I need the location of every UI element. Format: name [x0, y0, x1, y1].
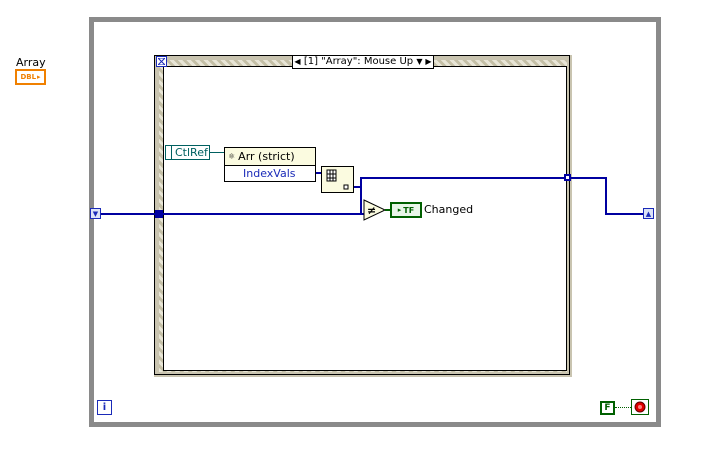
wire-shift-in — [97, 213, 365, 215]
event-tunnel-in[interactable] — [155, 210, 163, 218]
timeout-hourglass-icon[interactable] — [156, 56, 167, 67]
wire-boolean — [385, 209, 391, 211]
property-title: Arr (strict) — [238, 150, 295, 163]
shift-register-right-icon[interactable]: ▲ — [643, 208, 654, 219]
next-case-icon[interactable]: ▶ — [425, 57, 432, 66]
wire-vertical-left — [360, 177, 362, 213]
wire-stop — [615, 407, 631, 408]
indicator-arrow-icon: ▸ — [397, 206, 402, 214]
property-item[interactable]: IndexVals — [225, 166, 315, 181]
iteration-terminal[interactable]: i — [97, 400, 112, 415]
shift-register-left-icon[interactable]: ▼ — [90, 208, 101, 219]
event-structure-border — [154, 55, 570, 375]
ctlref-label: CtlRef — [175, 146, 208, 159]
wire-top-horizontal — [360, 177, 606, 179]
ctlref-bar-icon — [166, 146, 172, 159]
prev-case-icon[interactable]: ◀ — [294, 57, 301, 66]
array-label: Array — [16, 56, 46, 69]
stop-sign-icon — [634, 401, 646, 413]
array-dbl-terminal[interactable]: DBL ▸ — [15, 69, 46, 85]
changed-label: Changed — [424, 203, 474, 216]
event-case-name: [1] "Array": Mouse Up — [303, 56, 414, 67]
index-array-node[interactable] — [321, 166, 354, 193]
tf-text: TF — [403, 205, 415, 215]
false-constant-text: F — [604, 403, 611, 413]
ctlref-terminal[interactable]: CtlRef — [165, 145, 210, 160]
iteration-symbol: i — [102, 402, 107, 413]
property-key-icon: ⚛ — [228, 152, 236, 161]
wire-shift-out — [605, 213, 649, 215]
changed-indicator[interactable]: ▸ TF — [390, 202, 422, 218]
false-constant[interactable]: F — [600, 401, 615, 415]
not-equal-node[interactable]: ≠ — [363, 199, 387, 221]
terminal-arrow-icon: ▸ — [37, 73, 41, 81]
case-dropdown-icon[interactable]: ▼ — [416, 57, 423, 66]
wire-vertical-right — [605, 177, 607, 214]
not-equal-symbol: ≠ — [367, 204, 376, 217]
wire-refnum — [210, 152, 225, 153]
event-tunnel-out[interactable] — [564, 174, 571, 181]
property-node[interactable]: ⚛ Arr (strict) IndexVals — [224, 147, 316, 182]
stop-terminal[interactable] — [631, 399, 649, 415]
dbl-terminal-text: DBL — [20, 73, 37, 81]
wire-index-out — [354, 186, 362, 188]
event-case-selector[interactable]: ◀ [1] "Array": Mouse Up ▼ ▶ — [292, 55, 434, 69]
wire-indexvals — [316, 172, 322, 174]
property-node-header: ⚛ Arr (strict) — [225, 148, 315, 166]
index-array-icon — [326, 169, 349, 190]
